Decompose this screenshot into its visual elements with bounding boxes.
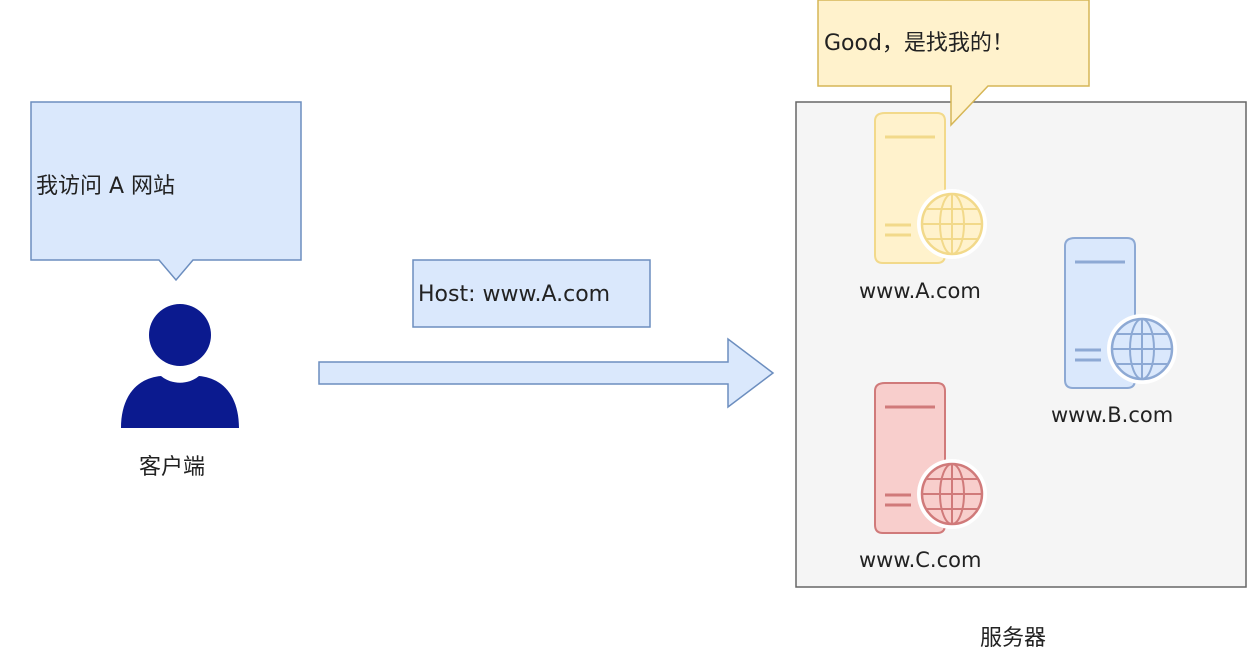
server-b-icon [1064, 237, 1177, 389]
user-icon [121, 304, 239, 428]
server-group-box [795, 101, 1247, 588]
request-arrow [318, 337, 775, 409]
server-a-icon [874, 112, 987, 264]
host-header-box [412, 259, 651, 328]
server-a-label: www.A.com [859, 279, 981, 303]
client-bubble-text: 我访问 A 网站 [36, 174, 176, 199]
server-b-label: www.B.com [1051, 403, 1174, 427]
server-group-label: 服务器 [980, 626, 1047, 651]
client-label: 客户端 [139, 455, 206, 480]
client-speech-bubble [30, 101, 302, 282]
server-speech-bubble [817, 0, 1090, 127]
server-c-icon [874, 382, 987, 534]
server-bubble-text: Good，是找我的！ [824, 31, 1014, 56]
server-c-label: www.C.com [859, 548, 982, 572]
host-header-label: Host: www.A.com [418, 282, 611, 307]
